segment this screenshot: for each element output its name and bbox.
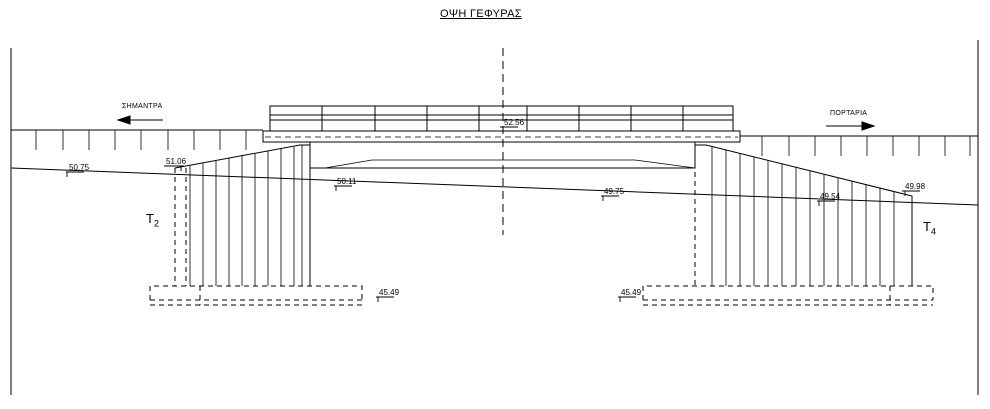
elevation-ground-left: 50.75 — [69, 163, 90, 172]
girder-haunch — [324, 159, 696, 169]
elevation-footing-right: 45.49 — [621, 288, 642, 297]
river-bed-line — [10, 167, 979, 206]
elevation-footing-left: 45.49 — [379, 288, 400, 297]
abutment-right — [642, 144, 934, 306]
bridge-deck — [262, 130, 741, 143]
abutment-label-left: T2 — [146, 211, 159, 229]
abutment-label-right: T4 — [923, 219, 936, 237]
elevation-bed-left: 50.11 — [337, 177, 357, 186]
elevation-deck: 52.56 — [504, 118, 525, 127]
drawing-title: ΟΨΗ ΓΕΦΥΡΑΣ — [440, 8, 522, 20]
abutment-left — [149, 144, 363, 306]
ground-hatch-right — [761, 136, 971, 156]
ground-hatch-left — [35, 130, 247, 150]
direction-label-right: ΠΟΡΤΑΡΙΑ — [830, 110, 868, 117]
arrow-left-icon — [116, 115, 163, 125]
bridge-railing — [269, 105, 734, 132]
elevation-bed-right: 49.75 — [604, 187, 625, 196]
elevation-abutment-left-top: 51.06 — [166, 157, 187, 166]
level-marker-icons — [66, 126, 920, 302]
elevation-ground-right: 49.54 — [820, 192, 841, 201]
arrow-right-icon — [826, 121, 876, 131]
elevation-abutment-right-top: 49.98 — [905, 182, 926, 191]
direction-label-left: ΣΗΜΑΝΤΡΑ — [122, 103, 163, 110]
